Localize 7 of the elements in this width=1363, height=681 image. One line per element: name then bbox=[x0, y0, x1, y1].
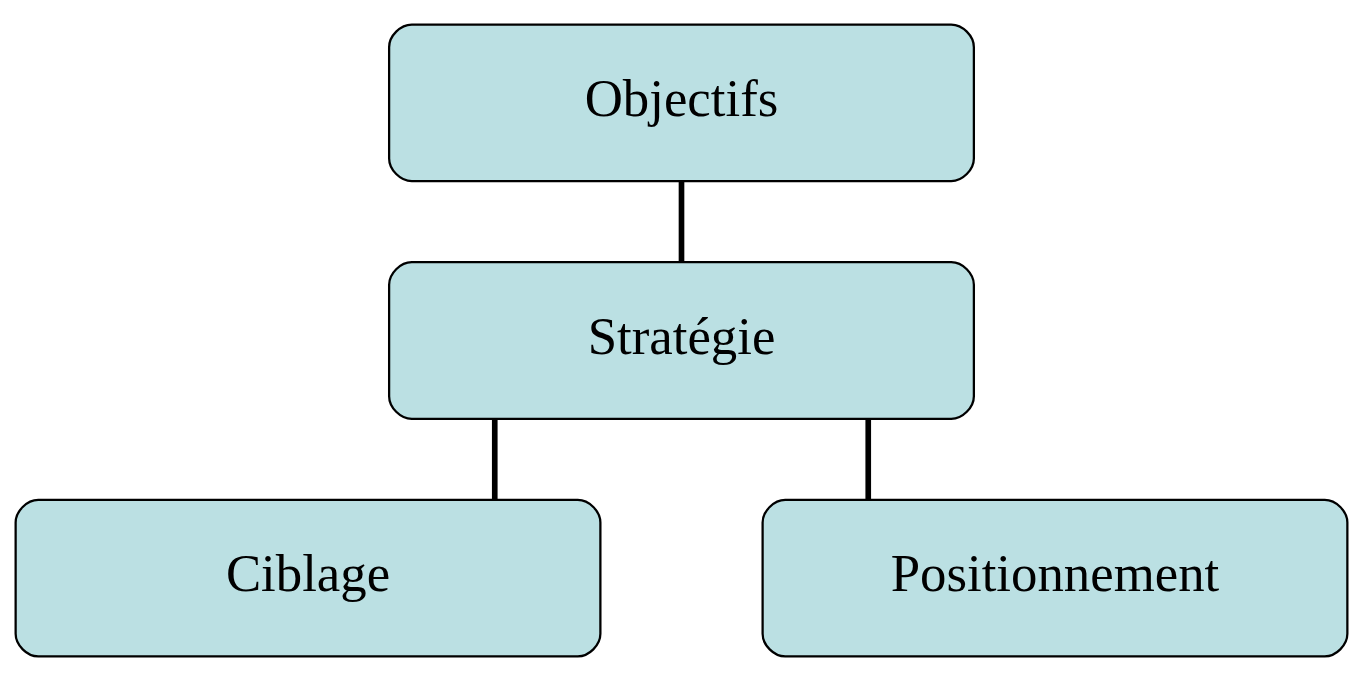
node-box: Ciblage bbox=[14, 498, 602, 658]
connector bbox=[491, 419, 498, 500]
node-box: Positionnement bbox=[761, 498, 1349, 658]
connector bbox=[678, 181, 685, 263]
node-box: Objectifs bbox=[388, 23, 975, 183]
node-box: Stratégie bbox=[388, 261, 975, 420]
connector bbox=[865, 419, 872, 500]
